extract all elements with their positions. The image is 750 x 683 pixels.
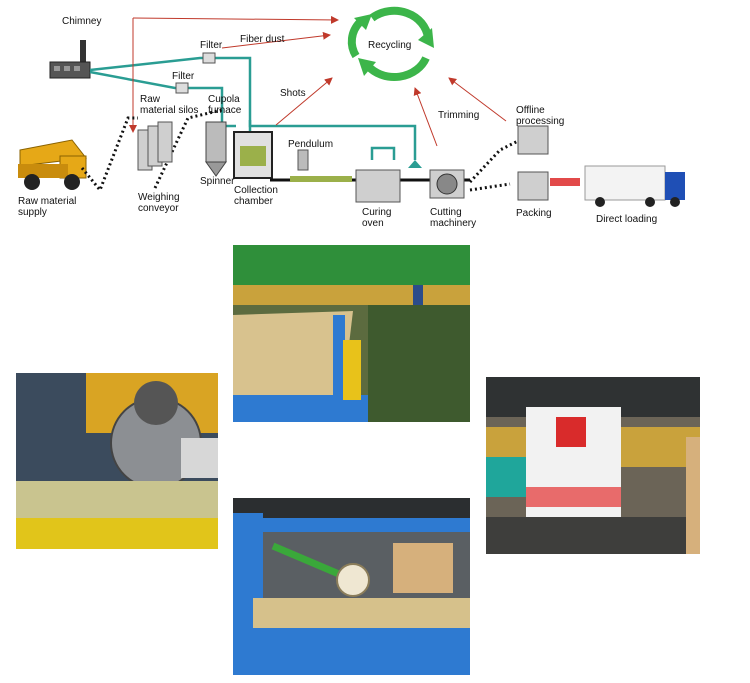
delivery-truck-icon bbox=[584, 165, 685, 207]
raw-material-silos-label-1: Raw bbox=[140, 94, 161, 105]
offline-processing-label-2: processing bbox=[516, 116, 564, 127]
filter-mid-label: Filter bbox=[172, 71, 195, 82]
direct-loading-label: Direct loading bbox=[596, 214, 657, 225]
raw-material-supply-label-1: Raw material bbox=[18, 196, 76, 207]
dump-truck-icon bbox=[18, 139, 87, 190]
cupola-furnace-icon bbox=[205, 121, 227, 177]
cupola-furnace-label-1: Cupola bbox=[208, 94, 240, 105]
trimming-label: Trimming bbox=[438, 110, 479, 121]
packing-conveyor bbox=[550, 178, 580, 186]
raw-material-silos-icon bbox=[137, 121, 173, 171]
chimney-icon bbox=[49, 40, 91, 79]
filter-top-label: Filter bbox=[200, 40, 223, 51]
packing-icon bbox=[517, 171, 549, 201]
green-mat bbox=[290, 176, 352, 182]
weighing-conveyor-label-2: conveyor bbox=[138, 203, 179, 214]
pendulum-photo bbox=[233, 498, 470, 675]
filter-mid-icon bbox=[175, 82, 189, 94]
curing-oven-label-2: oven bbox=[362, 218, 384, 229]
raw-material-supply-label-2: supply bbox=[18, 207, 47, 218]
curing-line-photo bbox=[233, 245, 470, 422]
fiber-dust-label: Fiber dust bbox=[240, 34, 285, 45]
duct-outlet-icon bbox=[408, 160, 422, 168]
shots-label: Shots bbox=[280, 88, 306, 99]
curing-oven-label-1: Curing bbox=[362, 207, 391, 218]
filter-top-icon bbox=[202, 52, 216, 64]
collection-chamber-label-1: Collection bbox=[234, 185, 278, 196]
curing-oven-icon bbox=[355, 169, 401, 203]
packing-photo bbox=[486, 377, 700, 554]
offline-processing-icon bbox=[517, 125, 549, 155]
packing-photo-image bbox=[486, 377, 700, 554]
collection-chamber-icon bbox=[233, 131, 273, 179]
cutting-machinery-label-1: Cutting bbox=[430, 207, 462, 218]
flow-arrows bbox=[129, 15, 507, 147]
cutting-machinery-icon bbox=[429, 169, 465, 199]
recycling-label: Recycling bbox=[368, 40, 411, 51]
collection-chamber-label-2: chamber bbox=[234, 196, 274, 207]
raw-material-silos-label-2: material silos bbox=[140, 105, 198, 116]
process-flow-diagram: Chimney Filter Fiber dust Filter Recycli… bbox=[18, 6, 685, 229]
pendulum-photo-image bbox=[233, 498, 470, 675]
spinner-label: Spinner bbox=[200, 176, 235, 187]
recycling-icon bbox=[347, 6, 434, 81]
weighing-conveyor-label-1: Weighing bbox=[138, 192, 180, 203]
cupola-furnace-label-2: furnace bbox=[208, 105, 242, 116]
pendulum-icon bbox=[297, 149, 309, 171]
conveyor-tracks bbox=[80, 108, 521, 193]
offline-processing-label-1: Offline bbox=[516, 105, 545, 116]
cutting-saw-photo bbox=[16, 373, 218, 549]
cutting-saw-photo-image bbox=[16, 373, 218, 549]
packing-label: Packing bbox=[516, 208, 552, 219]
curing-line-photo-image bbox=[233, 245, 470, 422]
cutting-machinery-label-2: machinery bbox=[430, 218, 476, 229]
pendulum-label: Pendulum bbox=[288, 139, 333, 150]
chimney-label: Chimney bbox=[62, 16, 101, 27]
